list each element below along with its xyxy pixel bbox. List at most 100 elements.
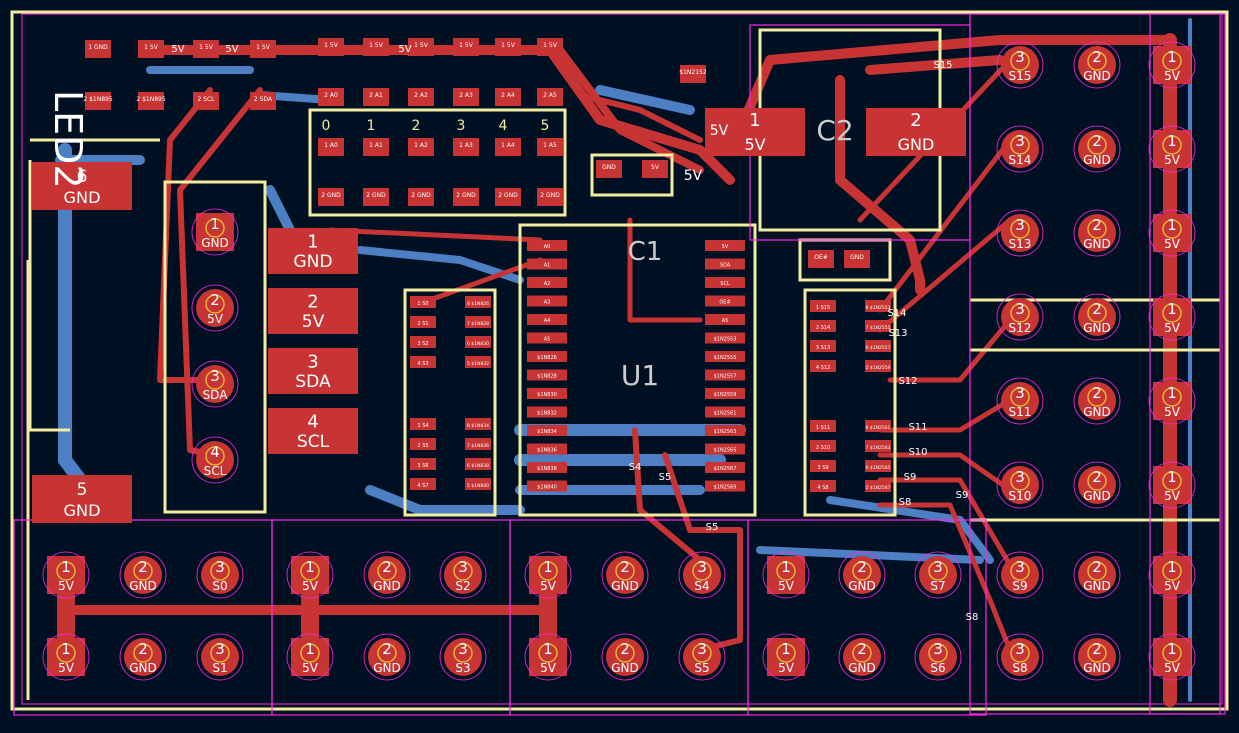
right-gnd-1-num: 2 [1092,132,1102,150]
right-gnd-3-ring [1073,293,1121,341]
addr-bit-label-4: 4 [499,118,508,134]
jumper-addr-low-top-5-label: 1 A5 [543,142,557,149]
conn-top-5-label: S2 [455,579,470,593]
cap-pin-1-label: 5V [744,135,765,154]
right-gnd-0-label: GND [1083,69,1111,83]
conn-bottom-5-ring [439,633,487,681]
right-gnd-4-ring [1073,377,1121,425]
i2c-header-3-pad [196,441,234,479]
right-sig-4-ring [996,377,1044,425]
conn-bottom-11-label: S6 [930,661,945,675]
i2c-smd-2-num: 3 [307,351,318,372]
conn-top-13-num: 2 [1092,558,1102,576]
jumper-addr-mid-0-pad [318,88,344,106]
conn-bottom-10-pad [843,638,881,676]
conn-bottom-11-pad [919,638,957,676]
rarray-left-lower-r-3 [465,478,491,490]
right-pwr-3-num: 1 [1167,300,1177,318]
oe-pad-1-label: GND [850,254,864,261]
u1-right-pin-10 [705,425,745,436]
jumper-power-bottom-2-pad [193,92,219,110]
right-pwr-1-num: 1 [1167,132,1177,150]
rarray-left-upper-l-label-3: 4 S3 [417,361,428,367]
rarray-left-upper-r-label-0: 8 $1N826 [467,301,489,307]
jumper-addr-mid-5-pad [537,88,563,106]
right-gnd-1-drill [1087,135,1107,155]
jumper-power-top-1-label: 1 5V [144,44,159,51]
conn-top-14-drill [1162,561,1182,581]
trace-label-10: S8 [899,497,912,508]
jumper-addr-low-top-0-pad [318,138,344,156]
rarray-left-upper-l-label-2: 3 S2 [417,341,428,347]
conn-bottom-10-ring [838,633,886,681]
conn-bottom-8-label: S5 [694,661,709,675]
u1-left-pin-label-5: A5 [544,337,551,343]
conn-bottom-12-label: S8 [1012,661,1027,675]
conn-top-5-ring [439,551,487,599]
rarray-right-upper-l-1 [810,320,836,332]
right-sig-3-label: S12 [1009,321,1032,335]
right-sig-2-ring [996,209,1044,257]
right-gnd-2-ring [1073,209,1121,257]
conn-top-13-ring [1073,551,1121,599]
i2c-smd-0-pad [268,228,358,274]
right-sig-1-drill [1010,135,1030,155]
conn-bottom-9-label: 5V [778,661,795,675]
jumper-addr-top-4-label: 1 5V [501,42,516,49]
jumper-addr-top-2-pad [408,38,434,56]
u1-left-pin-label-4: A4 [544,318,551,324]
conn-bottom-14-ring [1148,633,1196,681]
conn-bottom-8-num: 3 [697,640,707,658]
pwr-small-2-pad [680,65,706,83]
rarray-left-upper-l-0 [410,296,436,308]
conn-bottom-4-ring [363,633,411,681]
conn-bottom-2-ring [196,633,244,681]
jumper-addr-low-top-2-label: 1 A2 [414,142,428,149]
right-sig-2-pad [1001,214,1039,252]
conn-bottom-13-ring [1073,633,1121,681]
i2c-header-0-label: GND [201,236,229,250]
trace-label-13: S5 [706,522,719,533]
jumper-addr-low-top-1-pad [363,138,389,156]
rarray-left-upper-l-label-1: 2 S1 [417,321,428,327]
right-pwr-4-num: 1 [1167,384,1177,402]
i2c-header-3-drill [205,446,225,466]
jumper-addr-top-4-pad [495,38,521,56]
rarray-right-upper-r-label-3: 5 $1N2559 [866,365,891,371]
jumper-addr-top-0-pad [318,38,344,56]
conn-bottom-13-label: GND [1083,661,1111,675]
rarray-right-lower-r-1 [865,440,891,452]
u1-right-pin-label-3: OE# [719,300,730,306]
right-pwr-5-drill [1162,471,1182,491]
conn-top-0-drill [56,561,76,581]
u1-left-pin-1 [527,258,567,270]
jumper-power-top-0-label: 1 GND [88,44,108,51]
u1-left-pin-label-0: A0 [544,244,551,250]
right-sig-3-drill [1010,303,1030,323]
rarray-left-upper-r-label-2: 6 $1N830 [467,341,489,347]
conn-top-12-drill [1010,561,1030,581]
i2c-smd-1-label: 5V [302,312,325,332]
i2c-header-1-drill [205,294,225,314]
rarray-right-lower-l-0 [810,420,836,432]
u1-left-pin-label-3: A3 [544,300,551,306]
jumper-power-top-1-pad [138,40,164,58]
u1-right-pin-2 [705,277,745,288]
board-outline [10,10,1229,711]
silkscreen-layer [26,28,1220,700]
jumper-addr-low-top-4-label: 1 A4 [501,142,515,149]
conn-top-12-pad [1001,556,1039,594]
u1-right-pin-13 [705,480,745,492]
u1-left-pin-9 [527,406,567,418]
u1-right-pin-5 [705,332,745,344]
conn-top-8-label: S4 [694,579,709,593]
right-sig-3-ring [996,293,1044,341]
u1-left-pin-3 [527,295,567,307]
right-sig-1-label: S14 [1009,153,1032,167]
rarray-left-upper-r-1 [465,316,491,328]
right-gnd-5-num: 2 [1092,468,1102,486]
rarray-left-upper-r-0 [465,296,491,308]
conn-top-9-ring [762,551,810,599]
u1-left-pin-label-9: $1N832 [537,411,557,417]
